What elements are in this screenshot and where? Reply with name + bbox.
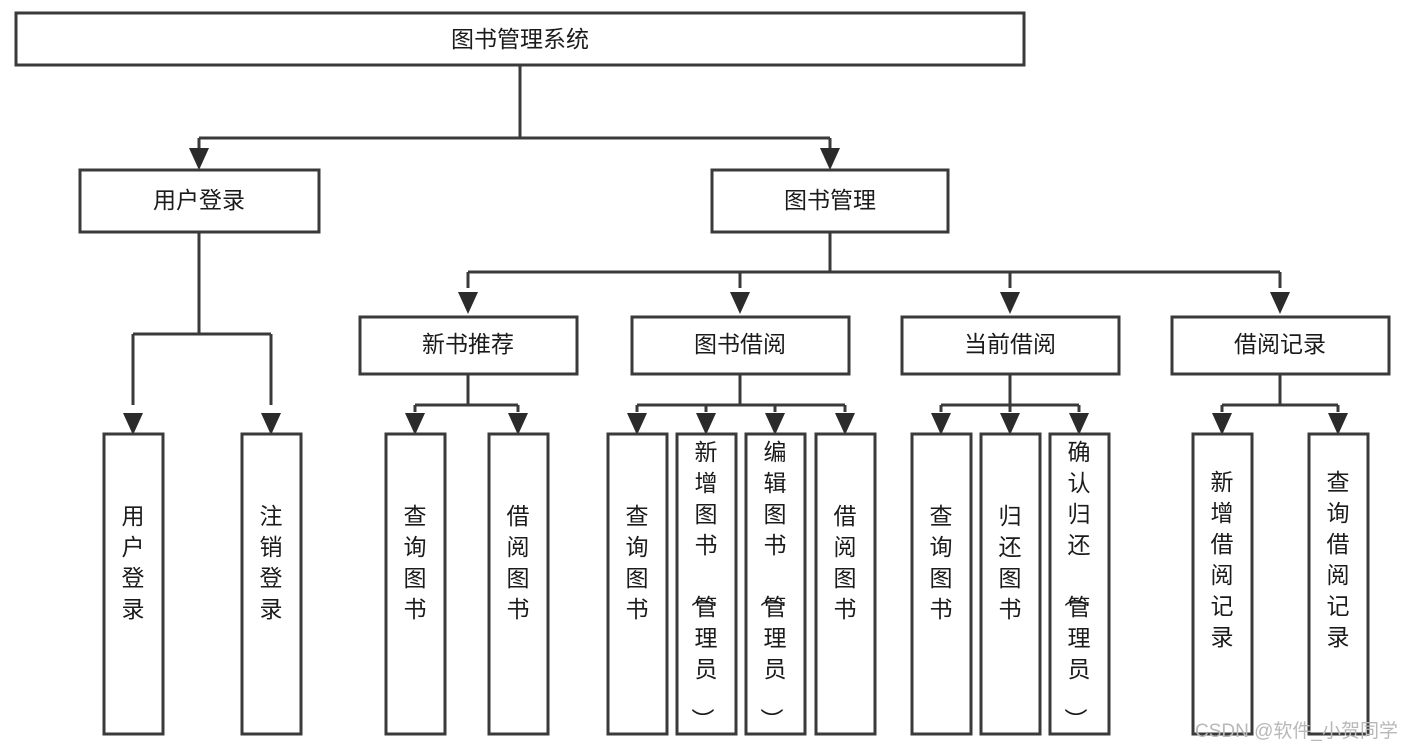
node-leaf-return-book-label: 归还图书 xyxy=(999,503,1022,622)
node-user-login[interactable]: 用户登录 xyxy=(78,168,321,234)
connector-layer xyxy=(123,65,1348,435)
arrow-to-book-borrow xyxy=(730,292,750,314)
node-leaf-user-logout-box[interactable] xyxy=(240,432,303,736)
arrow-to-user-login xyxy=(189,148,209,170)
node-leaf-borrow-book-1[interactable]: 借阅图书 xyxy=(487,432,550,736)
node-leaf-add-book[interactable]: 新增图书（管理员） xyxy=(675,432,738,736)
node-leaf-query-book-2-box[interactable] xyxy=(606,432,669,736)
node-leaf-confirm-return-box[interactable] xyxy=(1048,432,1111,736)
arrow-to-leaf-add-record xyxy=(1212,413,1232,435)
arrow-to-borrow-record xyxy=(1270,292,1290,314)
node-book-borrow-box[interactable] xyxy=(630,315,851,376)
node-borrow-record-box[interactable] xyxy=(1170,315,1391,376)
node-leaf-confirm-return-label: 确认归还（管理员） xyxy=(1063,439,1091,731)
node-leaf-query-book-1-label: 查询图书 xyxy=(404,503,427,622)
csdn-watermark: CSDN @软件_小贺同学 xyxy=(1195,720,1398,742)
node-leaf-user-logout-label: 注销登录 xyxy=(260,503,283,622)
node-leaf-edit-book-label: 编辑图书（管理员） xyxy=(759,439,787,731)
node-root-box[interactable] xyxy=(14,11,1026,67)
node-book-borrow-label: 图书借阅 xyxy=(694,331,786,357)
arrow-to-leaf-query-book-1 xyxy=(405,413,425,435)
arrow-to-current-borrow xyxy=(1000,292,1020,314)
arrow-to-leaf-query-book-2 xyxy=(627,413,647,435)
node-new-book-recommend-label: 新书推荐 xyxy=(422,331,514,357)
arrow-to-new-book-recommend xyxy=(458,292,478,314)
node-leaf-add-book-label: 新增图书（管理员） xyxy=(690,439,718,731)
node-leaf-borrow-book-2[interactable]: 借阅图书 xyxy=(814,432,877,736)
node-leaf-query-book-2[interactable]: 查询图书 xyxy=(606,432,669,736)
node-root[interactable]: 图书管理系统 xyxy=(14,11,1026,67)
node-book-manage-box[interactable] xyxy=(710,168,950,234)
node-leaf-confirm-return[interactable]: 确认归还（管理员） xyxy=(1048,432,1111,736)
node-leaf-borrow-book-1-box[interactable] xyxy=(487,432,550,736)
node-leaf-borrow-book-1-label: 借阅图书 xyxy=(507,503,530,622)
node-leaf-add-book-box[interactable] xyxy=(675,432,738,736)
node-leaf-return-book[interactable]: 归还图书 xyxy=(979,432,1042,736)
arrow-to-book-manage xyxy=(820,148,840,170)
node-current-borrow-label: 当前借阅 xyxy=(964,331,1056,357)
node-leaf-query-book-3[interactable]: 查询图书 xyxy=(910,432,973,736)
node-root-label: 图书管理系统 xyxy=(451,26,589,52)
arrow-to-leaf-query-book-3 xyxy=(931,413,951,435)
arrow-to-leaf-query-record xyxy=(1328,413,1348,435)
node-leaf-query-book-3-label: 查询图书 xyxy=(930,503,953,622)
node-book-manage[interactable]: 图书管理 xyxy=(710,168,950,234)
arrow-to-leaf-borrow-book-2 xyxy=(835,413,855,435)
node-leaf-query-record-label: 查询借阅记录 xyxy=(1327,469,1350,650)
node-leaf-edit-book-box[interactable] xyxy=(744,432,807,736)
node-leaf-query-book-3-box[interactable] xyxy=(910,432,973,736)
arrow-to-leaf-borrow-book-1 xyxy=(508,413,528,435)
node-current-borrow-box[interactable] xyxy=(900,315,1121,376)
node-new-book-recommend-box[interactable] xyxy=(358,315,579,376)
node-leaf-query-record[interactable]: 查询借阅记录 xyxy=(1307,432,1370,736)
node-leaf-user-logout[interactable]: 注销登录 xyxy=(240,432,303,736)
node-leaf-query-book-2-label: 查询图书 xyxy=(626,503,649,622)
node-book-manage-label: 图书管理 xyxy=(784,187,876,213)
node-leaf-add-record-label: 新增借阅记录 xyxy=(1211,469,1234,650)
node-current-borrow[interactable]: 当前借阅 xyxy=(900,315,1121,376)
arrow-to-leaf-edit-book xyxy=(765,413,785,435)
node-borrow-record[interactable]: 借阅记录 xyxy=(1170,315,1391,376)
node-leaf-query-book-1[interactable]: 查询图书 xyxy=(384,432,447,736)
node-book-borrow[interactable]: 图书借阅 xyxy=(630,315,851,376)
node-user-login-label: 用户登录 xyxy=(153,187,245,213)
node-leaf-query-book-1-box[interactable] xyxy=(384,432,447,736)
arrow-to-leaf-return-book xyxy=(1000,413,1020,435)
arrow-to-leaf-user-login xyxy=(123,413,143,435)
node-leaf-query-record-box[interactable] xyxy=(1307,432,1370,736)
node-borrow-record-label: 借阅记录 xyxy=(1234,331,1326,357)
node-leaf-borrow-book-2-label: 借阅图书 xyxy=(834,503,857,622)
node-leaf-return-book-box[interactable] xyxy=(979,432,1042,736)
node-leaf-add-record[interactable]: 新增借阅记录 xyxy=(1191,432,1254,736)
node-user-login-box[interactable] xyxy=(78,168,321,234)
node-leaf-add-record-box[interactable] xyxy=(1191,432,1254,736)
arrow-to-leaf-user-logout xyxy=(261,413,281,435)
node-leaf-user-login[interactable]: 用户登录 xyxy=(102,432,165,736)
arrow-to-leaf-add-book xyxy=(696,413,716,435)
arrow-to-leaf-confirm-return xyxy=(1069,413,1089,435)
node-new-book-recommend[interactable]: 新书推荐 xyxy=(358,315,579,376)
node-leaf-user-login-box[interactable] xyxy=(102,432,165,736)
node-leaf-borrow-book-2-box[interactable] xyxy=(814,432,877,736)
node-leaf-edit-book[interactable]: 编辑图书（管理员） xyxy=(744,432,807,736)
node-leaf-user-login-label: 用户登录 xyxy=(122,503,145,622)
